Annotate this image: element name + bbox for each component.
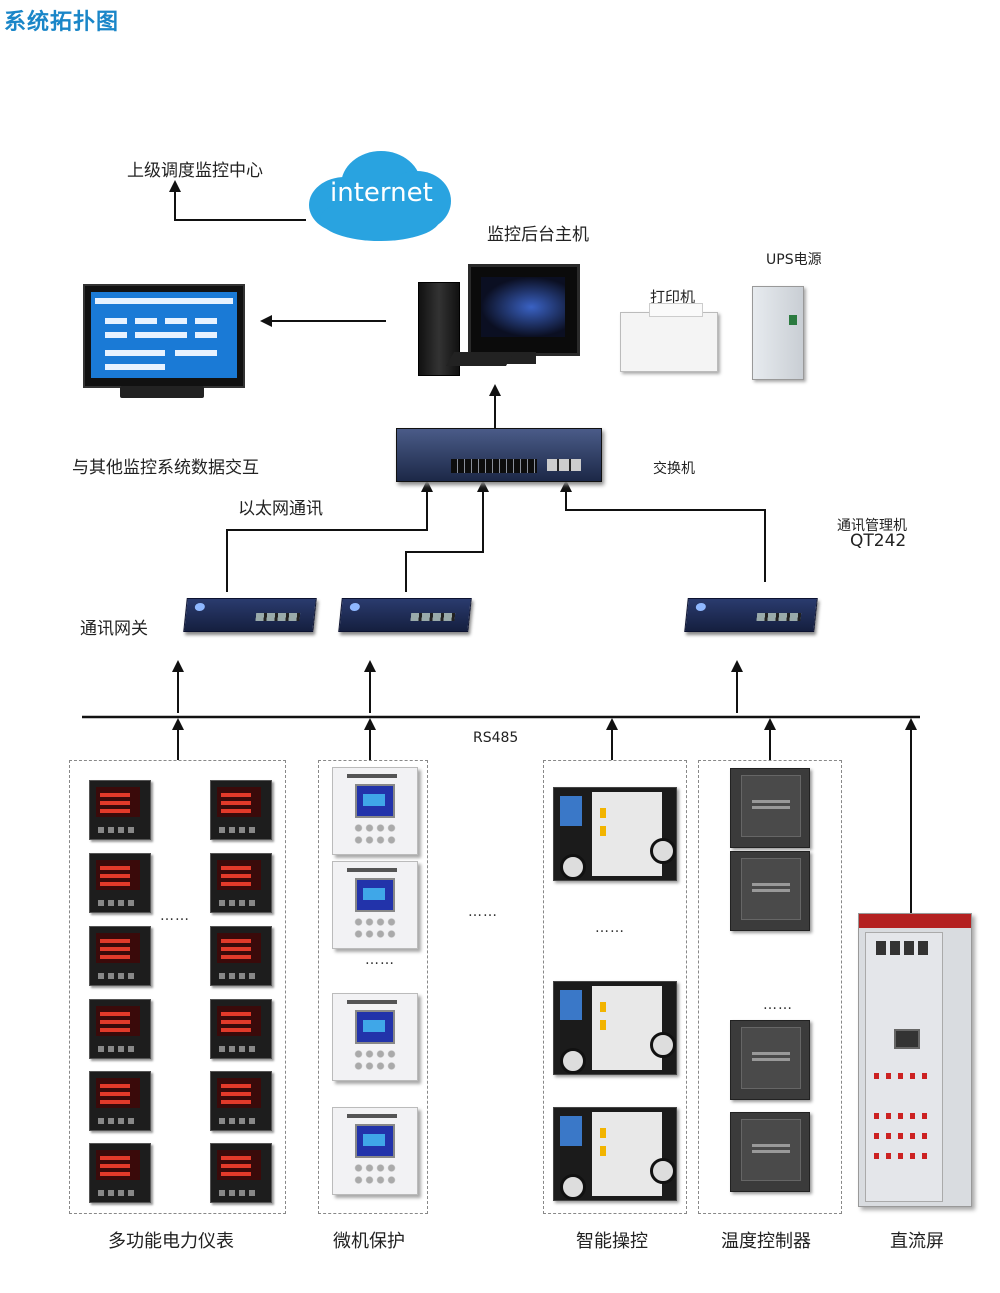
bus-label: RS485 — [473, 730, 519, 746]
pc-monitor — [468, 264, 580, 356]
network-switch-icon — [396, 428, 602, 482]
cloud-label: internet — [330, 178, 433, 208]
switchgear-controller-icon — [553, 981, 677, 1075]
ellipsis: …… — [468, 904, 498, 920]
power-meter-icon — [89, 780, 151, 840]
temperature-controller-icon — [730, 1020, 810, 1100]
gateway-device-icon — [338, 598, 472, 632]
power-meter-icon — [210, 1143, 272, 1203]
ellipsis: …… — [365, 952, 395, 968]
power-meter-icon — [89, 999, 151, 1059]
temperature-controller-icon — [730, 851, 810, 931]
dc-cabinet-icon — [858, 913, 972, 1207]
protection-relay-icon — [332, 767, 418, 855]
line-gateway1-to-switch — [226, 480, 433, 592]
smart-control-group — [543, 760, 687, 1214]
monitor-icon — [83, 284, 245, 388]
gateway-device-icon — [684, 598, 818, 632]
data-exchange-label: 与其他监控系统数据交互 — [72, 458, 259, 478]
power-meter-icon — [210, 1071, 272, 1131]
ethernet-label: 以太网通讯 — [238, 499, 323, 519]
keyboard — [445, 352, 515, 366]
line-gateway2-to-switch — [405, 480, 489, 592]
comm-manager-label: 通讯管理机 — [837, 518, 907, 534]
category-label: 直流屏 — [890, 1231, 944, 1252]
cloud-icon — [309, 151, 451, 241]
comm-manager-model: QT242 — [850, 531, 907, 551]
page-title: 系统拓扑图 — [4, 10, 120, 35]
category-label: 微机保护 — [333, 1231, 405, 1252]
power-meter-icon — [89, 853, 151, 913]
category-label: 多功能电力仪表 — [108, 1231, 234, 1252]
protection-relay-icon — [332, 861, 418, 949]
power-meter-icon — [210, 780, 272, 840]
power-meter-group — [69, 760, 286, 1214]
host-label: 监控后台主机 — [487, 225, 589, 245]
line-gateway3-to-switch — [560, 480, 766, 582]
ups-label: UPS电源 — [766, 252, 822, 268]
ellipsis: …… — [595, 920, 625, 936]
power-meter-icon — [210, 999, 272, 1059]
category-label: 温度控制器 — [721, 1231, 811, 1252]
temperature-controller-icon — [730, 1112, 810, 1192]
dispatch-center-label: 上级调度监控中心 — [127, 161, 263, 181]
temperature-controller-group — [698, 760, 842, 1214]
ups-icon — [752, 286, 804, 380]
printer-icon — [620, 303, 718, 372]
switchgear-controller-icon — [553, 787, 677, 881]
ellipsis: …… — [763, 997, 793, 1013]
gateway-device-icon — [183, 598, 317, 632]
power-meter-icon — [89, 1143, 151, 1203]
power-meter-icon — [89, 1071, 151, 1131]
temperature-controller-icon — [730, 768, 810, 848]
switch-label: 交换机 — [653, 461, 695, 477]
power-meter-icon — [89, 926, 151, 986]
gateway-label: 通讯网关 — [80, 619, 148, 639]
power-meter-icon — [210, 853, 272, 913]
category-label: 智能操控 — [576, 1231, 648, 1252]
power-meter-icon — [210, 926, 272, 986]
ellipsis: …… — [160, 908, 190, 924]
line-internet-to-dispatch — [169, 180, 306, 221]
protection-relay-icon — [332, 1107, 418, 1195]
switchgear-controller-icon — [553, 1107, 677, 1201]
protection-relay-icon — [332, 993, 418, 1081]
printer-label: 打印机 — [650, 288, 696, 306]
monitor-stand — [120, 386, 204, 398]
protection-relay-group — [318, 760, 428, 1214]
